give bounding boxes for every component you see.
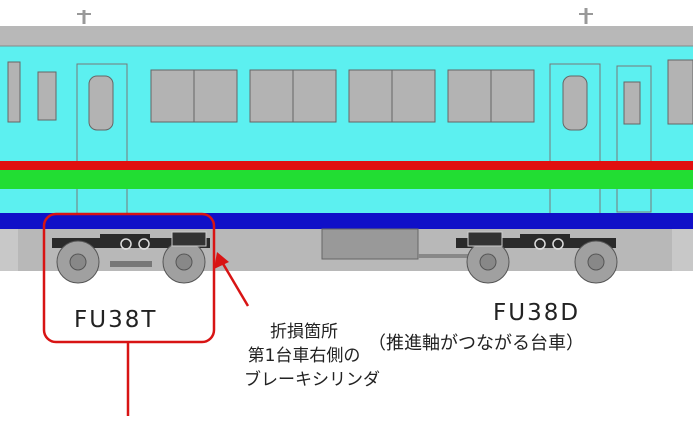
bogie-label-fu38t: FU38T <box>74 307 158 333</box>
cab-door <box>616 65 652 213</box>
failure-arrow <box>220 261 250 307</box>
blue-skirt-stripe <box>0 213 693 229</box>
side-window-1 <box>150 69 195 123</box>
failure-arrowhead <box>214 252 229 269</box>
roof-fittings <box>77 8 593 24</box>
car-body <box>0 46 693 216</box>
side-window-4 <box>292 69 337 123</box>
failure-caption-line-2: 第1台車右側の <box>247 346 361 366</box>
end-window <box>7 61 21 123</box>
failure-caption: 折損箇所 第1台車右側の ブレーキシリンダ <box>244 320 380 392</box>
side-window-2 <box>193 69 238 123</box>
bogie-fu38t <box>52 231 210 284</box>
red-stripe <box>0 161 693 170</box>
skirt-left-end <box>0 229 18 271</box>
side-window-5 <box>348 69 393 123</box>
skirt-right-end <box>672 229 693 271</box>
underfloor-box <box>321 228 419 260</box>
bogie-label-fu38d: FU38D <box>493 300 581 326</box>
side-window-7 <box>447 69 492 123</box>
side-window-6 <box>391 69 436 123</box>
door-window-right <box>562 75 588 131</box>
drive-bogie-note: （推進軸がつながる台車） <box>368 333 584 354</box>
drive-shaft <box>418 254 478 258</box>
cab-front-window <box>667 59 693 125</box>
side-window-8 <box>490 69 535 123</box>
failure-caption-line-1: 折損箇所 <box>270 322 338 342</box>
green-stripe <box>0 170 693 189</box>
brake-cylinder <box>171 231 207 247</box>
door-window-left <box>88 75 114 131</box>
bogie-fu38d <box>456 231 618 284</box>
end-window <box>37 71 57 121</box>
cab-window <box>623 81 641 125</box>
car-roof <box>0 26 693 48</box>
failure-caption-line-3: ブレーキシリンダ <box>244 370 380 390</box>
side-window-3 <box>249 69 294 123</box>
